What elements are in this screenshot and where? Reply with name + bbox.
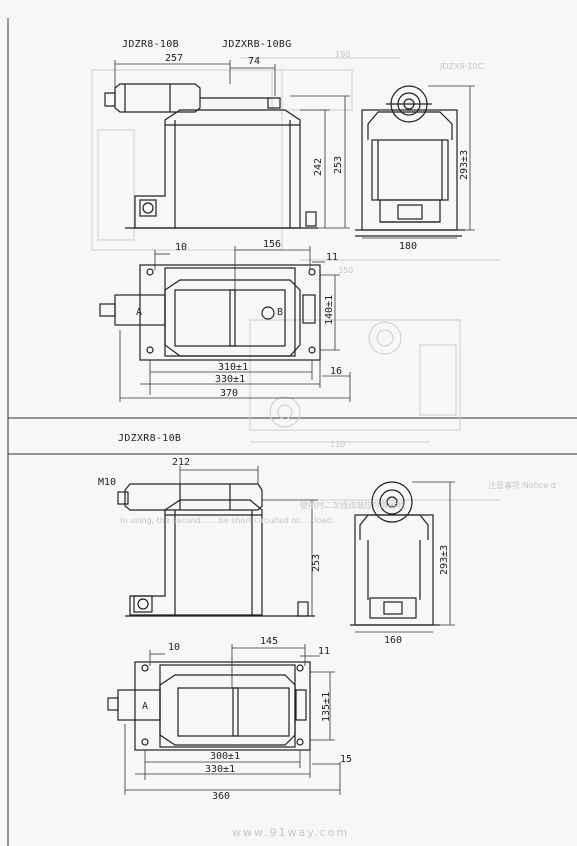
- ghost-note-cn: 使用时二次线绕端应可靠接地: [300, 501, 404, 510]
- top-end-view: [355, 85, 465, 237]
- bottom-side-dimensions: [179, 466, 318, 616]
- top-label-a: A: [136, 307, 143, 318]
- top-dim-74: 74: [248, 56, 261, 67]
- bottom-dim-11: 11: [318, 646, 331, 657]
- bottom-end-view: [350, 481, 440, 626]
- top-plan-dimensions: [119, 246, 351, 402]
- ghost-note-head: 注意事项:Notice d: [488, 481, 556, 490]
- top-label-b: B: [277, 307, 284, 318]
- bottom-dim-300: 300±1: [210, 751, 241, 762]
- top-dim-293: 293±3: [459, 149, 470, 180]
- top-dim-330: 330±1: [215, 374, 246, 385]
- bottom-side-view: [117, 483, 315, 617]
- top-side-view: [104, 83, 318, 229]
- ghost-model: JDZX8-10C: [440, 62, 484, 71]
- ghost-bleed-through: [91, 57, 500, 501]
- ghost-dim-350: 350: [338, 266, 354, 275]
- ghost-note-en: In using, the second.......be short circ…: [120, 516, 334, 525]
- bottom-plan-view: [107, 661, 311, 751]
- bottom-label-a: A: [142, 701, 149, 712]
- bottom-dim-160: 160: [384, 635, 403, 646]
- bottom-model: JDZXR8-10B: [118, 433, 182, 444]
- bottom-dim-145: 145: [260, 636, 279, 647]
- top-model-right: JDZXRB-10BG: [222, 39, 292, 50]
- bottom-dim-212: 212: [172, 457, 191, 468]
- top-dim-10: 10: [175, 242, 188, 253]
- top-dim-11: 11: [326, 252, 339, 263]
- top-dim-140: 140±1: [324, 294, 335, 325]
- bottom-dim-253: 253: [311, 553, 322, 572]
- top-end-dimensions: [362, 85, 475, 239]
- bottom-dim-10: 10: [168, 642, 181, 653]
- bottom-dim-135: 135±1: [321, 691, 332, 722]
- ghost-dim-110: 110: [330, 440, 346, 449]
- top-dim-310: 310±1: [218, 362, 249, 373]
- top-dim-180: 180: [399, 241, 418, 252]
- ghost-dim-190: 190: [335, 50, 351, 59]
- bottom-dim-293: 293±3: [439, 544, 450, 575]
- bottom-dim-15: 15: [340, 754, 353, 765]
- page-frame: [7, 18, 577, 846]
- top-side-dimensions: [114, 60, 350, 229]
- bottom-end-dimensions: [355, 481, 455, 633]
- top-dim-16: 16: [330, 366, 343, 377]
- top-dim-253: 253: [333, 155, 344, 174]
- bottom-dim-330: 330±1: [205, 764, 236, 775]
- top-dim-242: 242: [313, 157, 324, 176]
- top-plan-view: [99, 264, 321, 361]
- top-dim-257: 257: [165, 53, 184, 64]
- watermark: www.91way.com: [232, 826, 350, 839]
- bottom-plan-dimensions: [124, 644, 341, 795]
- top-dim-370: 370: [220, 388, 239, 399]
- top-model-left: JDZR8-10B: [122, 39, 179, 50]
- top-dim-156: 156: [263, 239, 282, 250]
- bottom-thread-m10: M10: [98, 477, 117, 488]
- bottom-dim-360: 360: [212, 791, 231, 802]
